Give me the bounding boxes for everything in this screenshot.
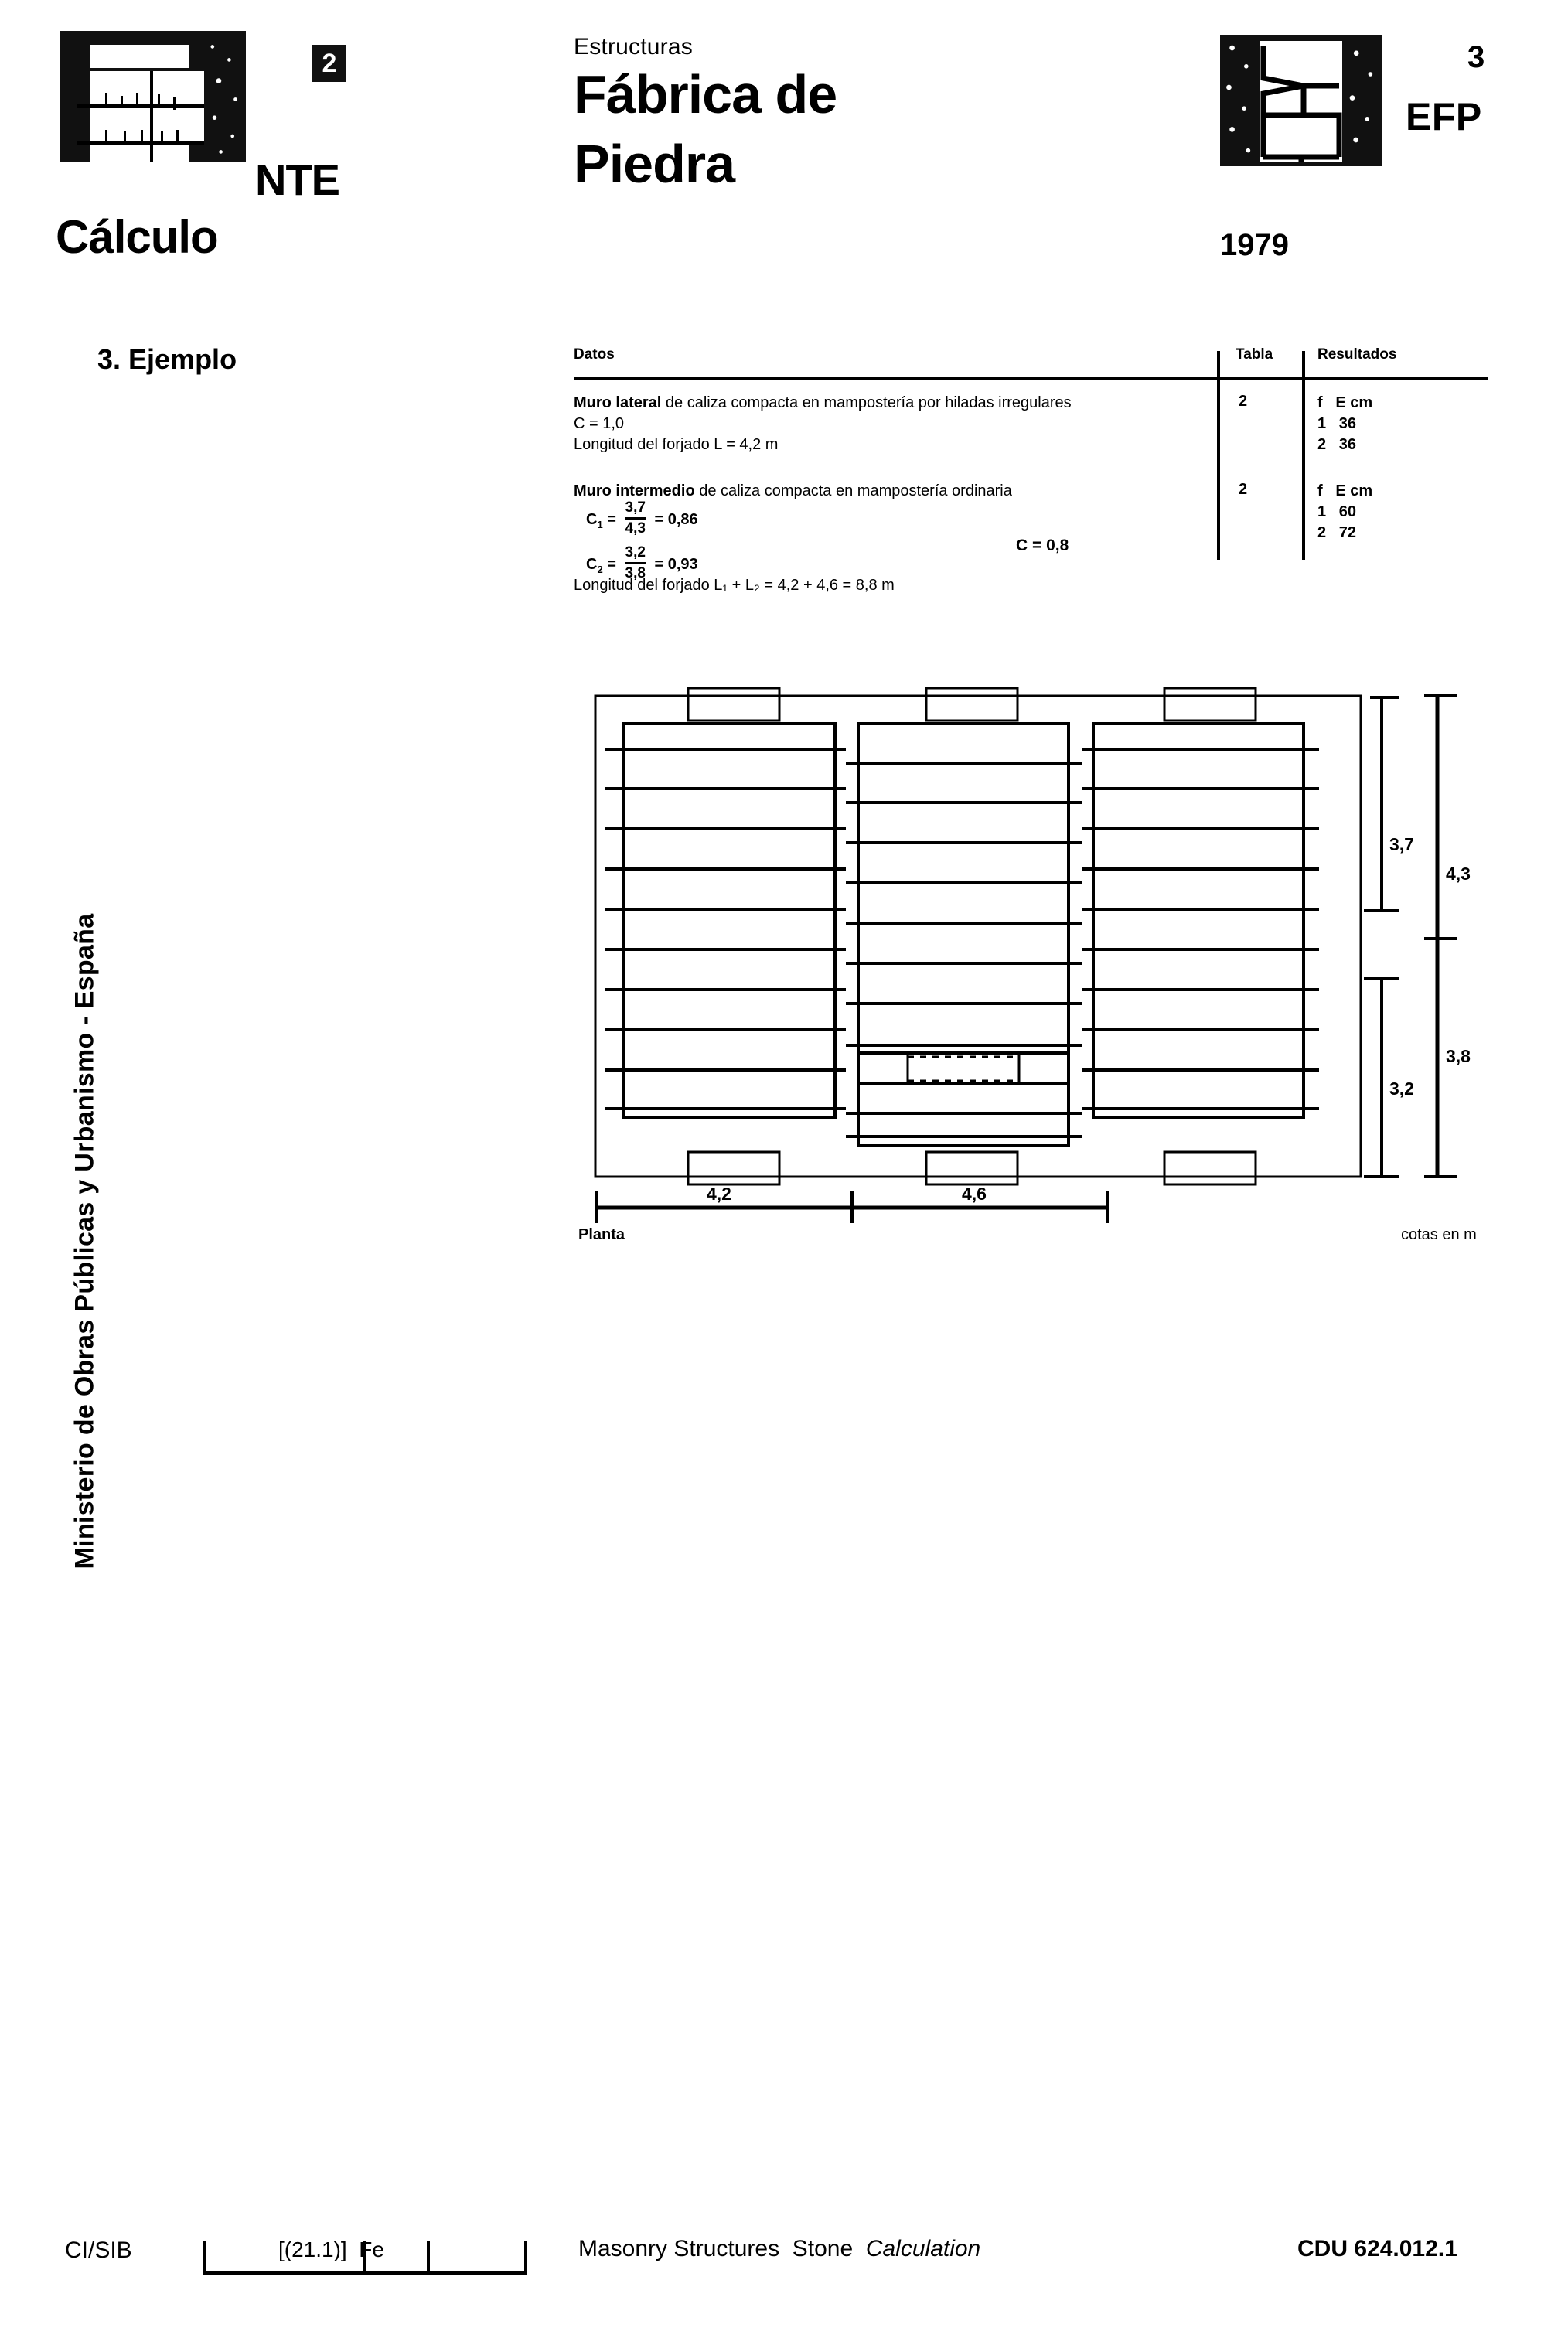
page-footer: CI/SIB [(21.1)] Fe Masonry Structures St… (0, 2227, 1568, 2296)
fraction-bar (625, 517, 646, 520)
example-data-table: Datos Tabla Resultados Muro lateral de c… (574, 346, 1488, 594)
result-line-2: 2 36 (1317, 436, 1357, 453)
row-title: Muro intermedio (574, 482, 695, 499)
formula-equals: = (607, 555, 616, 573)
calculo-label: Cálculo (56, 211, 219, 263)
ministry-spine-label: Ministerio de Obras Públicas y Urbanismo… (70, 913, 100, 1569)
row-title: Muro lateral (574, 394, 662, 411)
formula-equals: = (607, 510, 616, 528)
year-label: 1979 (1220, 228, 1289, 262)
formula-subscript: 1 (597, 518, 603, 530)
classification-box: [(21.1)] Fe (203, 2233, 527, 2275)
table-divider-left (1217, 351, 1220, 560)
floor-plan-svg: 3,7 4,3 3,2 3,8 4,2 4,6 (594, 687, 1471, 1223)
table-row: Muro intermedio de caliza compacta en ma… (574, 478, 1488, 594)
result-header: f E cm (1317, 482, 1373, 499)
fraction-denominator: 4,3 (625, 520, 646, 537)
formula-result: = 0,93 (654, 555, 698, 573)
table-header-row: Datos Tabla Resultados (574, 346, 1488, 374)
page-number: 3 (1467, 40, 1485, 74)
column-header-datos: Datos (574, 346, 615, 363)
plan-view-label: Planta (578, 1226, 625, 1243)
coefficient-c-value: C = 0,8 (1016, 537, 1069, 554)
table-divider-right (1302, 351, 1305, 560)
classification-code: [(21.1)] Fe (278, 2237, 384, 2261)
formula-c1: C1 = 3,7 4,3 = 0,86 (586, 499, 698, 539)
result-line-2: 2 72 (1317, 524, 1357, 541)
fraction: 3,2 3,8 (625, 544, 646, 582)
standard-number-badge: 2 (312, 45, 346, 82)
english-title: Masonry Structures Stone Calculation (578, 2236, 980, 2262)
english-title-main: Masonry Structures Stone (578, 2236, 866, 2261)
efp-logo-glyph (1260, 46, 1342, 162)
formula-label: C (586, 510, 598, 528)
efp-label: EFP (1406, 95, 1482, 138)
english-title-calculation: Calculation (865, 2236, 981, 2261)
row-results: f E cm 1 60 2 72 (1317, 481, 1372, 544)
column-header-resultados: Resultados (1317, 346, 1397, 363)
dimension-label-3-8: 3,8 (1446, 1046, 1471, 1066)
formula-subscript: 2 (597, 563, 603, 575)
page-header: 2 NTE Cálculo Estructuras Fábrica de Pie… (0, 0, 1568, 309)
result-header: f E cm (1317, 394, 1373, 411)
floor-plan-drawing: 3,7 4,3 3,2 3,8 4,2 4,6 (574, 666, 1568, 1223)
formula-result: = 0,86 (654, 510, 698, 528)
dimension-label-4-6: 4,6 (962, 1184, 987, 1204)
result-line-1: 1 60 (1317, 503, 1357, 520)
fraction-numerator: 3,2 (625, 544, 646, 561)
fraction-bar (625, 562, 646, 564)
formula-c2: C2 = 3,2 3,8 = 0,93 (586, 544, 698, 584)
header-title-line2: Piedra (574, 134, 735, 194)
section-title: 3. Ejemplo (97, 343, 237, 375)
dimension-label-4-2: 4,2 (707, 1184, 731, 1204)
row-description: Muro lateral de caliza compacta en mampo… (574, 393, 1072, 414)
formula-label: C (586, 555, 598, 573)
row-subtitle: de caliza compacta en mampostería ordina… (694, 482, 1012, 499)
nte-logo-mark (60, 31, 246, 162)
table-row: Muro lateral de caliza compacta en mampo… (574, 385, 1488, 478)
nte-label: NTE (255, 155, 340, 204)
row-tabla-value: 2 (1239, 393, 1248, 410)
column-header-tabla: Tabla (1236, 346, 1273, 363)
fraction-numerator: 3,7 (625, 499, 646, 516)
row-subtitle: de caliza compacta en mampostería por hi… (661, 394, 1072, 411)
header-kicker: Estructuras (574, 34, 693, 60)
row-description: Muro intermedio de caliza compacta en ma… (574, 481, 1012, 502)
cisib-label: CI/SIB (65, 2237, 132, 2263)
cdu-code: CDU 624.012.1 (1297, 2236, 1457, 2261)
fraction: 3,7 4,3 (625, 499, 646, 537)
row-line-length: Longitud del forjado L = 4,2 m (574, 436, 779, 453)
row-line-length: Longitud del forjado L₁ + L₂ = 4,2 + 4,6… (574, 577, 895, 594)
dimension-label-4-3: 4,3 (1446, 864, 1471, 884)
row-results: f E cm 1 36 2 36 (1317, 393, 1372, 455)
row-line-c: C = 1,0 (574, 415, 625, 432)
header-title-line1: Fábrica de (574, 64, 837, 124)
row-tabla-value: 2 (1239, 481, 1248, 498)
fraction-denominator: 3,8 (625, 565, 646, 581)
result-line-1: 1 36 (1317, 415, 1357, 432)
table-body: Muro lateral de caliza compacta en mampo… (574, 374, 1488, 594)
units-note-label: cotas en m (1401, 1226, 1477, 1243)
dimension-label-3-2: 3,2 (1389, 1079, 1414, 1099)
efp-logo-mark (1220, 35, 1382, 166)
dimension-label-3-7: 3,7 (1389, 834, 1414, 854)
table-header-rule (574, 377, 1488, 380)
